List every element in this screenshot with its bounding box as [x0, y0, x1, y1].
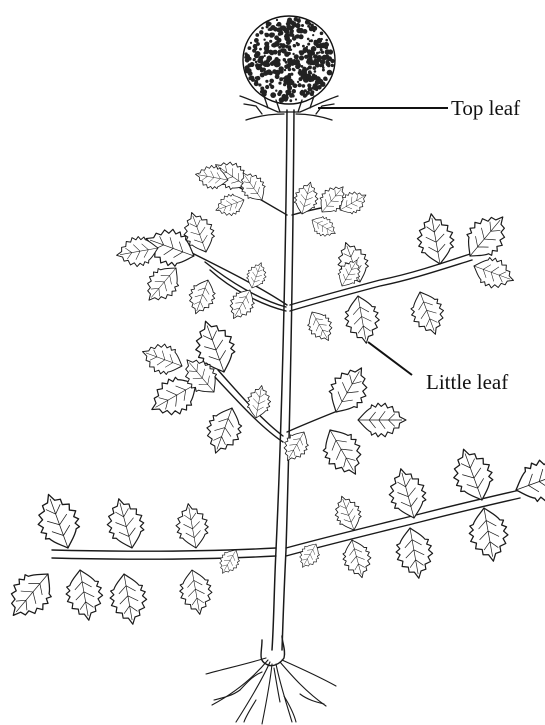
leaflet — [223, 284, 260, 324]
leaflet — [509, 452, 545, 509]
leaflet — [102, 494, 150, 553]
leaflet — [405, 287, 450, 340]
leaflet — [339, 536, 375, 581]
leaflet — [392, 525, 436, 581]
little-leaf-label: Little leaf — [426, 370, 508, 394]
leaflet — [384, 464, 432, 523]
leaflet — [245, 383, 273, 420]
leaflet — [30, 488, 87, 555]
leaflet — [414, 211, 458, 267]
leaflet — [138, 259, 188, 310]
leaflet — [302, 306, 339, 346]
roots — [206, 658, 336, 724]
leaflet — [465, 505, 512, 565]
leaflet — [0, 562, 62, 628]
leaflet — [277, 426, 314, 466]
main-stem — [272, 110, 294, 650]
leaflet — [176, 567, 215, 617]
leaflet — [173, 501, 212, 551]
leaflet — [200, 402, 248, 459]
leaflet — [341, 293, 382, 346]
flower-head — [243, 16, 335, 104]
leaflet — [315, 421, 371, 483]
leaflet — [212, 190, 247, 220]
leaflet — [106, 571, 150, 627]
leaflet — [456, 205, 516, 267]
top-leaf-annotation: Top leaf — [318, 96, 520, 120]
leaflet — [62, 567, 106, 623]
leaflet — [138, 338, 188, 380]
top-leaf-label: Top leaf — [451, 96, 520, 120]
little-leaf-annotation: Little leaf — [368, 342, 508, 394]
leaflet — [184, 276, 220, 318]
leaflet — [469, 252, 519, 294]
leaflet — [291, 179, 322, 217]
leaflet — [358, 403, 406, 437]
leaflet — [330, 492, 366, 534]
leaflet — [307, 212, 340, 242]
